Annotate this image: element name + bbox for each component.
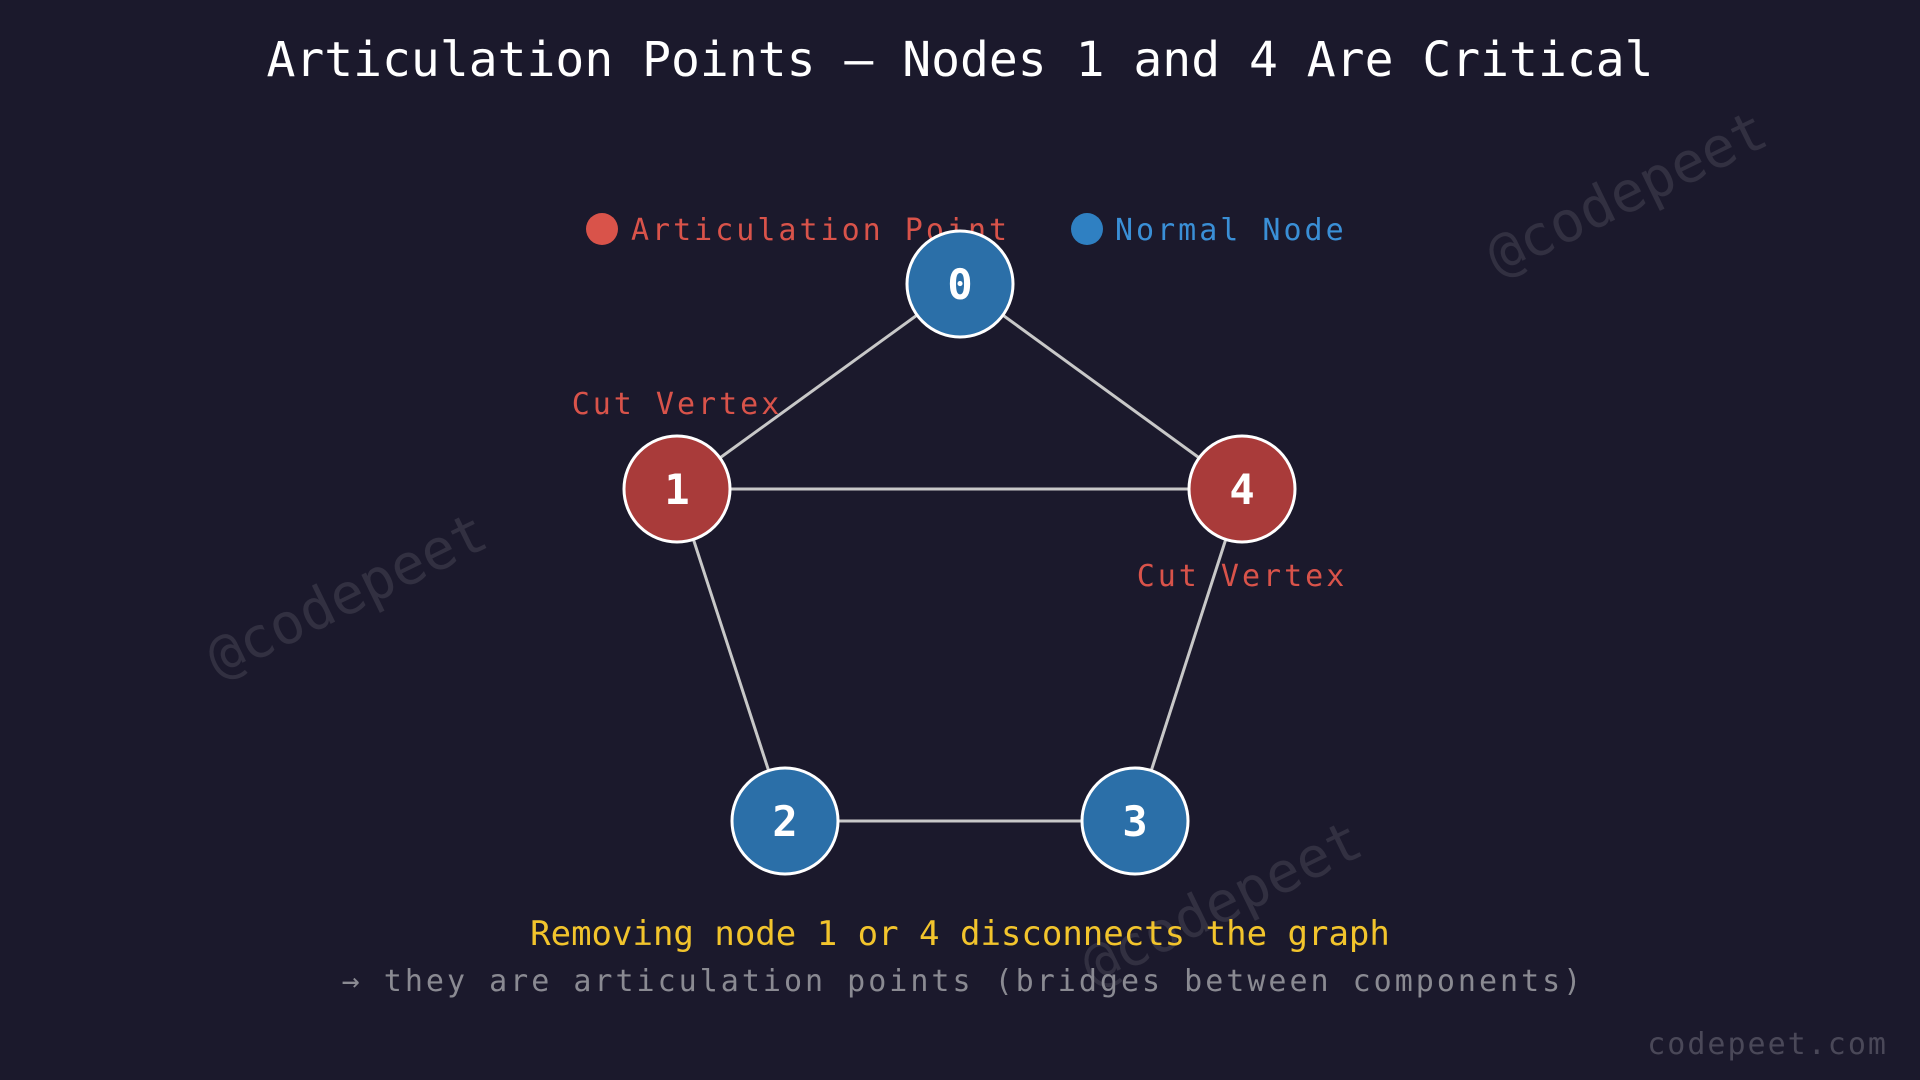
node-1-label: 1 [664,465,689,514]
node-2-label: 2 [772,797,797,846]
watermark-top-right: @codepeet [1476,98,1777,289]
graph-edges [675,282,1244,823]
edge-0-4 [959,282,1243,491]
node-3: 3 [1080,766,1190,876]
node-4-circle [1187,434,1297,544]
legend-normal-dot [1071,213,1103,245]
node-4: 4 [1187,434,1297,544]
legend-normal-label: Normal Node [1115,213,1347,248]
node-3-label: 3 [1122,797,1147,846]
page-title: Articulation Points — Nodes 1 and 4 Are … [266,32,1653,88]
node-0-circle [905,229,1015,339]
node-1-annotation: Cut Vertex [572,387,783,422]
edge-1-2 [675,488,787,822]
caption: Removing node 1 or 4 disconnects the gra… [530,914,1390,954]
node-3-circle [1080,766,1190,876]
watermark-left: @codepeet [196,500,497,691]
node-2: 2 [730,766,840,876]
node-4-label: 4 [1229,465,1254,514]
node-0-label: 0 [947,260,972,309]
node-4-annotation: Cut Vertex [1137,559,1348,594]
graph-nodes: 0 1 2 3 4 [622,229,1297,876]
subcaption: → they are articulation points (bridges … [342,964,1585,999]
node-1-circle [622,434,732,544]
node-1: 1 [622,434,732,544]
edge-0-1 [676,282,961,491]
footer-site: codepeet.com [1647,1027,1888,1062]
legend-articulation-dot [586,213,618,245]
node-0: 0 [905,229,1015,339]
edge-3-4 [1133,488,1244,822]
node-2-circle [730,766,840,876]
